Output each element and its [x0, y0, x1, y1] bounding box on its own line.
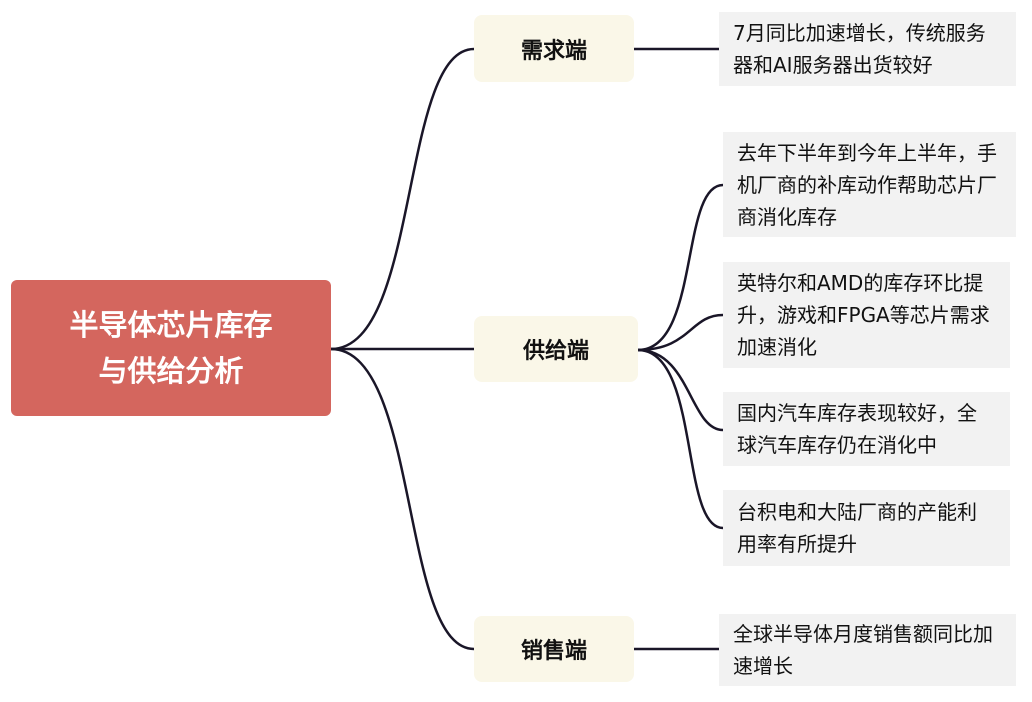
leaf-supply-4[interactable]: 台积电和大陆厂商的产能利用率有所提升 — [723, 490, 1010, 566]
leaf-text: 国内汽车库存表现较好，全球汽车库存仍在消化中 — [737, 401, 977, 457]
link-supply-leaf-3 — [637, 348, 724, 432]
leaf-text: 全球半导体月度销售额同比加速增长 — [733, 622, 993, 678]
branch-label: 供给端 — [522, 339, 589, 364]
link-supply-leaf-2 — [637, 313, 724, 352]
branch-supply[interactable]: 供给端 — [474, 316, 638, 382]
root-topic[interactable]: 半导体芯片库存与供给分析 — [11, 280, 331, 416]
leaf-text: 英特尔和AMD的库存环比提升，游戏和FPGA等芯片需求加速消化 — [737, 271, 990, 359]
branch-label: 销售端 — [520, 639, 587, 664]
root-title: 半导体芯片库存与供给分析 — [69, 308, 273, 388]
branch-demand[interactable]: 需求端 — [474, 15, 634, 82]
branch-sales[interactable]: 销售端 — [474, 616, 634, 682]
link-supply-leaf-1 — [637, 183, 724, 352]
leaf-supply-1[interactable]: 去年下半年到今年上半年，手机厂商的补库动作帮助芯片厂商消化库存 — [723, 132, 1016, 237]
branch-label: 需求端 — [520, 38, 587, 64]
link-root-demand — [330, 47, 475, 351]
leaf-text: 7月同比加速增长，传统服务器和AI服务器出货较好 — [733, 21, 986, 77]
link-supply-leaf-4 — [637, 348, 724, 530]
leaf-text: 去年下半年到今年上半年，手机厂商的补库动作帮助芯片厂商消化库存 — [737, 140, 997, 229]
link-root-sales — [330, 347, 475, 651]
leaf-text: 台积电和大陆厂商的产能利用率有所提升 — [737, 500, 977, 556]
leaf-sales[interactable]: 全球半导体月度销售额同比加速增长 — [719, 614, 1016, 686]
leaf-demand[interactable]: 7月同比加速增长，传统服务器和AI服务器出货较好 — [719, 12, 1016, 86]
leaf-supply-3[interactable]: 国内汽车库存表现较好，全球汽车库存仍在消化中 — [723, 392, 1010, 466]
leaf-supply-2[interactable]: 英特尔和AMD的库存环比提升，游戏和FPGA等芯片需求加速消化 — [723, 262, 1010, 368]
